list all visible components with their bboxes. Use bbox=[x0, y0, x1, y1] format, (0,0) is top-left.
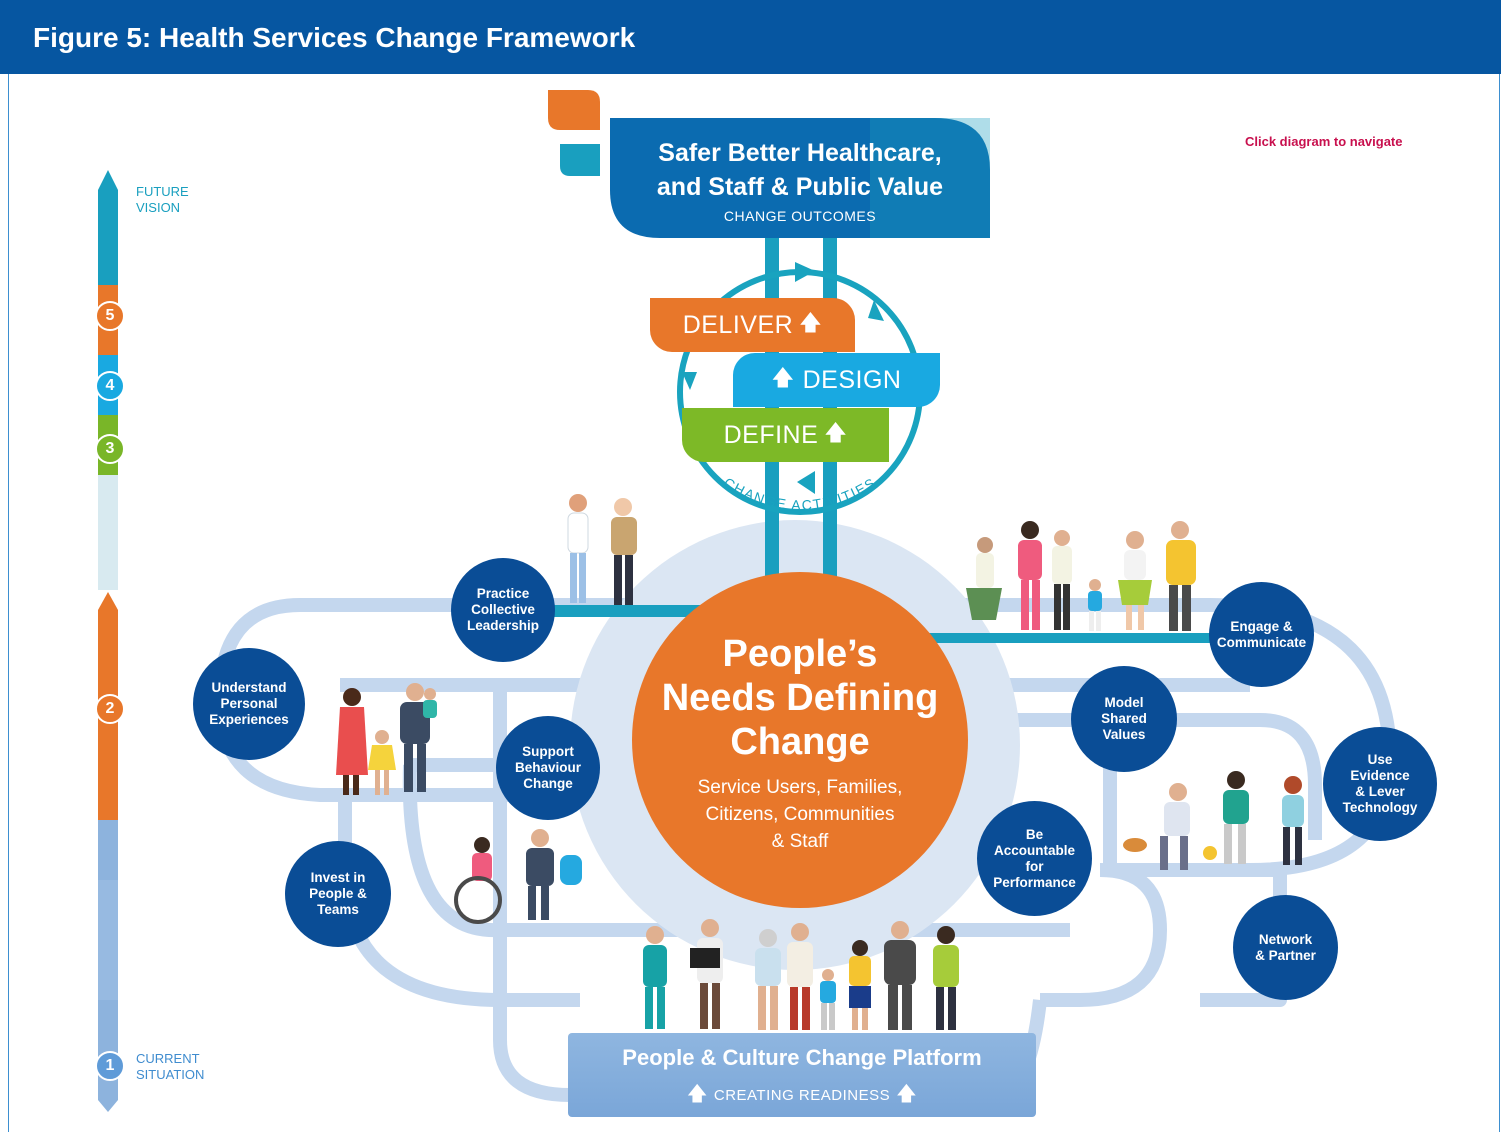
define-tag[interactable]: DEFINE🡅 bbox=[682, 408, 889, 462]
outcomes-title-line2: and Staff & Public Value bbox=[656, 173, 944, 201]
timeline-step-2[interactable]: 2 bbox=[95, 694, 125, 724]
navigate-hint: Click diagram to navigate bbox=[1245, 134, 1403, 149]
outcomes-box[interactable] bbox=[610, 118, 990, 238]
deliver-tag[interactable]: DELIVER🡅 bbox=[650, 298, 855, 352]
use-evidence-lever-technology[interactable]: Use Evidence & Lever Technology bbox=[1323, 727, 1437, 841]
arrow-up-icon: 🡅 bbox=[686, 1083, 708, 1105]
dog-icon bbox=[1123, 838, 1147, 852]
timeline-step-4[interactable]: 4 bbox=[95, 371, 125, 401]
figure-header: Figure 5: Health Services Change Framewo… bbox=[0, 0, 1501, 74]
platform-text[interactable]: People & Culture Change Platform 🡅 CREATI… bbox=[568, 1043, 1036, 1113]
outcomes-title-line1: Safer Better Healthcare, bbox=[658, 139, 942, 167]
figure-frame bbox=[8, 74, 1500, 1132]
center-title-line1: People’s bbox=[722, 633, 878, 675]
model-shared-values[interactable]: Model Shared Values bbox=[1071, 666, 1177, 772]
invest-in-people-teams[interactable]: Invest in People & Teams bbox=[285, 841, 391, 947]
people-illustration bbox=[336, 494, 1304, 1030]
platform-box[interactable] bbox=[568, 1033, 1036, 1117]
arrow-up-icon: 🡅 bbox=[824, 420, 848, 445]
practice-collective-leadership[interactable]: Practice Collective Leadership bbox=[451, 558, 555, 662]
network-partner[interactable]: Network & Partner bbox=[1233, 895, 1338, 1000]
ring-arrows bbox=[682, 262, 884, 494]
platform-subtitle: CREATING READINESS bbox=[713, 1087, 891, 1104]
ball-icon bbox=[1203, 846, 1217, 860]
understand-personal-experiences[interactable]: Understand Personal Experiences bbox=[193, 648, 305, 760]
platform-subtitle-row: 🡅 CREATING READINESS 🡅 bbox=[568, 1079, 1036, 1113]
engage-communicate[interactable]: Engage & Communicate bbox=[1209, 582, 1314, 687]
timeline-step-1[interactable]: 1 bbox=[95, 1051, 125, 1081]
center-subtitle-line1: Service Users, Families, bbox=[697, 777, 903, 798]
be-accountable-for-performance[interactable]: Be Accountable for Performance bbox=[977, 801, 1092, 916]
timeline-step-5[interactable]: 5 bbox=[95, 301, 125, 331]
outcomes-logo bbox=[548, 90, 600, 176]
arrow-up-icon: 🡅 bbox=[771, 365, 795, 390]
support-behaviour-change[interactable]: Support Behaviour Change bbox=[496, 716, 600, 820]
outcomes-subtitle: CHANGE OUTCOMES bbox=[723, 208, 877, 224]
change-activities-label: CHANGE ACTIVITIES bbox=[721, 474, 879, 513]
arrow-up-icon: 🡅 bbox=[799, 310, 823, 335]
figure-title: Figure 5: Health Services Change Framewo… bbox=[33, 22, 636, 53]
center-title-line2: Needs Defining bbox=[661, 677, 939, 719]
center-text[interactable]: People’s Needs Defining Change Service U… bbox=[632, 632, 968, 855]
outcomes-text[interactable]: Safer Better Healthcare, and Staff & Pub… bbox=[610, 136, 990, 224]
platform-title: People & Culture Change Platform bbox=[622, 1045, 982, 1070]
design-tag[interactable]: 🡅DESIGN bbox=[733, 353, 940, 407]
center-circle[interactable] bbox=[632, 572, 968, 908]
center-subtitle-line2: Citizens, Communities bbox=[705, 804, 895, 825]
arrow-up-icon: 🡅 bbox=[896, 1083, 918, 1105]
center-subtitle-line3: & Staff bbox=[771, 831, 829, 852]
center-title-line3: Change bbox=[730, 721, 870, 763]
timeline-step-3[interactable]: 3 bbox=[95, 434, 125, 464]
